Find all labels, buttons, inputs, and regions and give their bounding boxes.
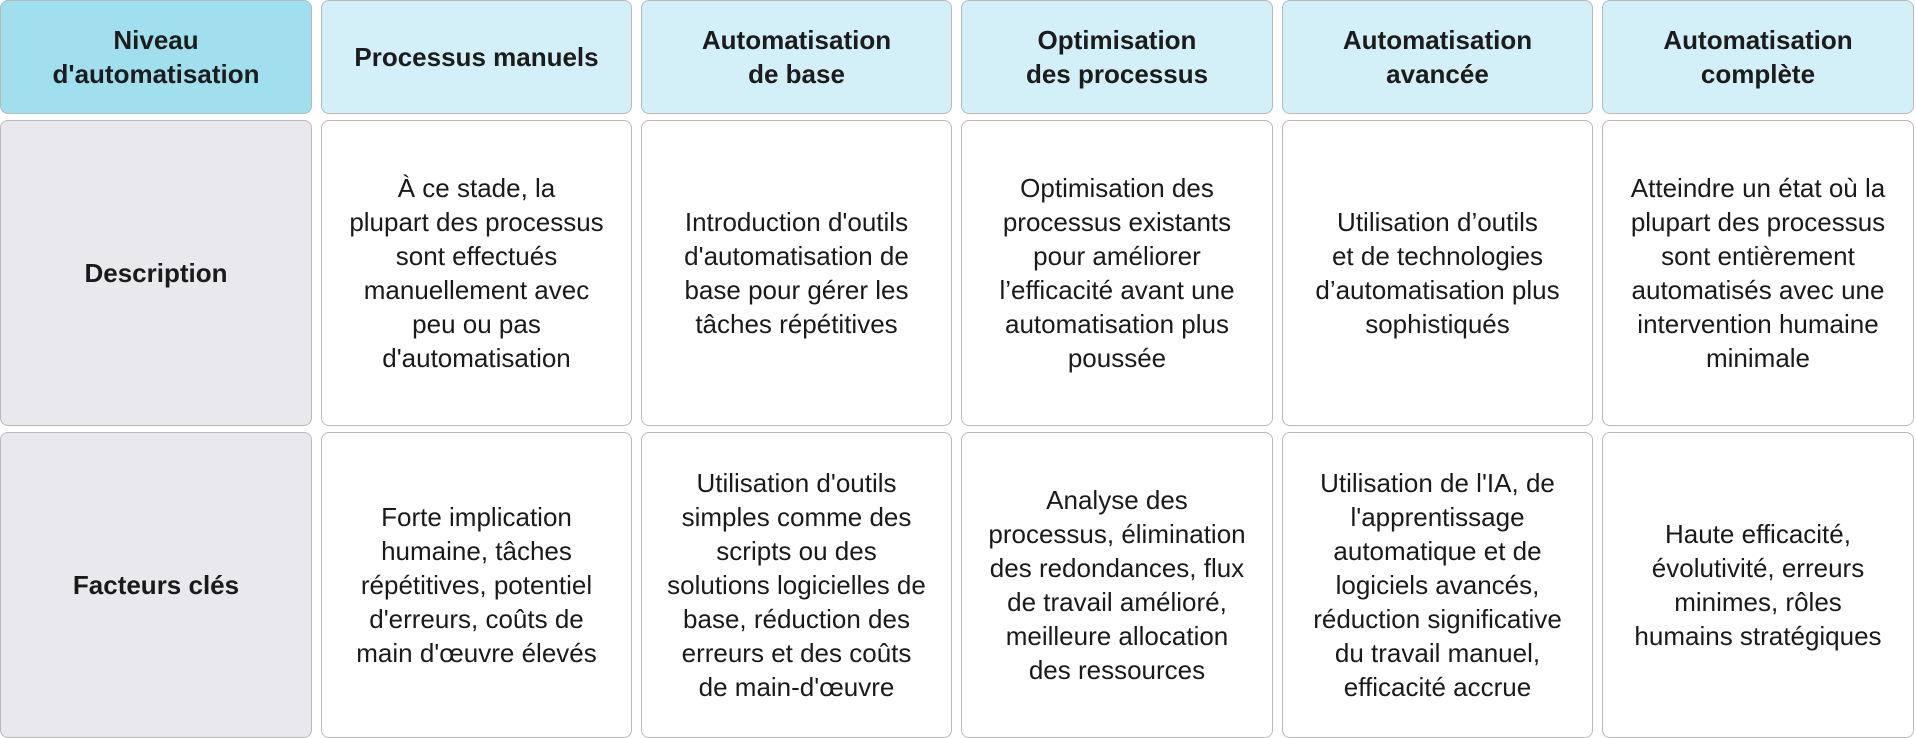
description-cell-manual-processes: À ce stade, la plupart des processus son… xyxy=(321,120,632,426)
description-cell-basic-automation: Introduction d'outils d'automatisation d… xyxy=(641,120,952,426)
header-cell-basic-automation: Automatisation de base xyxy=(641,0,952,114)
factors-cell-process-optimization: Analyse des processus, élimination des r… xyxy=(961,432,1273,738)
description-cell-process-optimization: Optimisation des processus existants pou… xyxy=(961,120,1273,426)
factors-cell-basic-automation: Utilisation d'outils simples comme des s… xyxy=(641,432,952,738)
factors-cell-manual-processes: Forte implication humaine, tâches répéti… xyxy=(321,432,632,738)
description-cell-advanced-automation: Utilisation d’outils et de technologies … xyxy=(1282,120,1593,426)
row-label-key-factors: Facteurs clés xyxy=(0,432,312,738)
row-label-description: Description xyxy=(0,120,312,426)
factors-cell-advanced-automation: Utilisation de l'IA, de l'apprentissage … xyxy=(1282,432,1593,738)
factors-cell-full-automation: Haute efficacité, évolutivité, erreurs m… xyxy=(1602,432,1914,738)
header-cell-full-automation: Automatisation complète xyxy=(1602,0,1914,114)
description-cell-full-automation: Atteindre un état où la plupart des proc… xyxy=(1602,120,1914,426)
header-cell-manual-processes: Processus manuels xyxy=(321,0,632,114)
header-cell-advanced-automation: Automatisation avancée xyxy=(1282,0,1593,114)
header-cell-process-optimization: Optimisation des processus xyxy=(961,0,1273,114)
header-cell-level: Niveau d'automatisation xyxy=(0,0,312,114)
